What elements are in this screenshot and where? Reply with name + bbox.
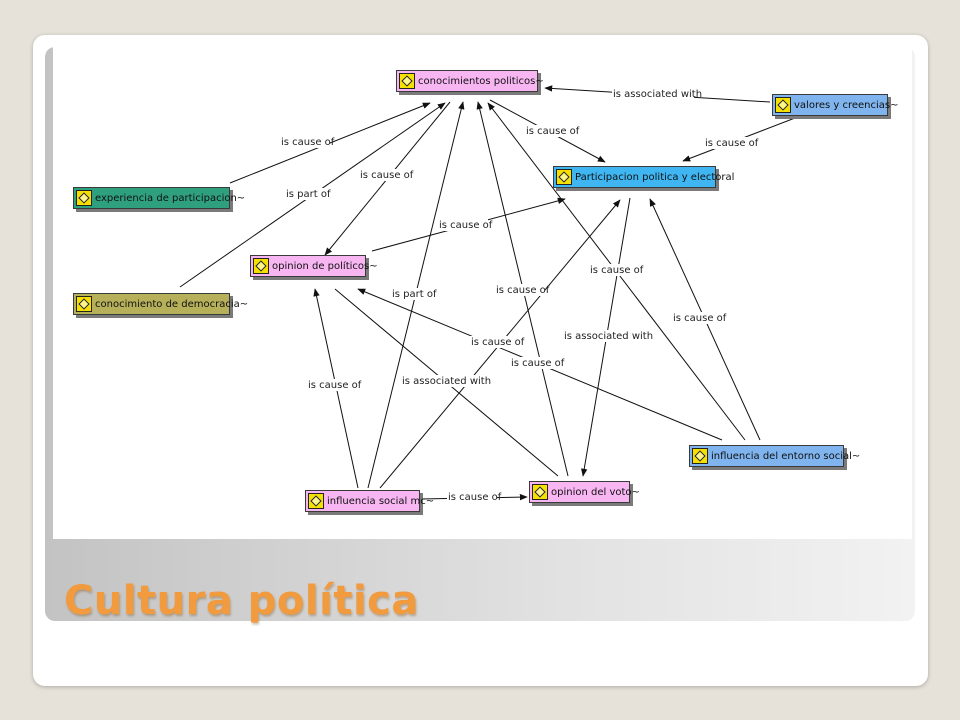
- code-icon: [556, 169, 572, 185]
- edge-label: is cause of: [590, 265, 644, 276]
- node-label: opinion de políticos~: [272, 260, 378, 272]
- node-experiencia-participacion[interactable]: experiencia de participacion~: [73, 187, 245, 209]
- node-opinion-del-voto[interactable]: opinion del voto~: [529, 481, 640, 503]
- node-label: opinion del voto~: [551, 486, 640, 498]
- code-icon: [308, 493, 324, 509]
- edge-label: is cause of: [705, 138, 759, 149]
- code-icon: [399, 73, 415, 89]
- code-icon: [76, 190, 92, 206]
- edge-label: is associated with: [613, 89, 702, 100]
- slide-title: Cultura política: [64, 578, 419, 624]
- edge-label: is cause of: [448, 492, 502, 503]
- edge-label: is part of: [286, 189, 331, 200]
- edge-label: is cause of: [511, 358, 565, 369]
- node-opinion-de-politicos[interactable]: opinion de políticos~: [250, 255, 378, 277]
- node-label: valores y creencias~: [794, 99, 899, 111]
- node-label: conocimiento de democracia~: [95, 298, 249, 310]
- edge-label: is cause of: [308, 380, 362, 391]
- node-influencia-entorno-social[interactable]: influencia del entorno social~: [689, 445, 860, 467]
- code-icon: [253, 258, 269, 274]
- node-conocimiento-democracia[interactable]: conocimiento de democracia~: [73, 293, 248, 315]
- node-label: Participacion politica y electoral: [575, 171, 735, 183]
- code-icon: [532, 484, 548, 500]
- node-influencia-social-mc[interactable]: influencia social mc~: [305, 490, 434, 512]
- code-icon: [76, 296, 92, 312]
- edge-label: is part of: [392, 289, 437, 300]
- edge-label: is cause of: [281, 137, 335, 148]
- edge-label: is cause of: [526, 126, 580, 137]
- node-label: influencia del entorno social~: [711, 450, 861, 462]
- node-valores-y-creencias[interactable]: valores y creencias~: [772, 94, 899, 116]
- edge-label: is cause of: [360, 170, 414, 181]
- edge-label: is associated with: [402, 376, 491, 387]
- node-label: influencia social mc~: [327, 495, 435, 507]
- node-label: experiencia de participacion~: [95, 192, 246, 204]
- code-icon: [775, 97, 791, 113]
- node-conocimientos-politicos[interactable]: conocimientos politicos~: [396, 70, 544, 92]
- edge-label: is associated with: [564, 331, 653, 342]
- edge-label: is cause of: [673, 313, 727, 324]
- edge-label: is cause of: [439, 220, 493, 231]
- node-participacion-politica[interactable]: Participacion politica y electoral: [553, 166, 734, 188]
- edge-label: is cause of: [496, 285, 550, 296]
- node-label: conocimientos politicos~: [418, 75, 544, 87]
- code-icon: [692, 448, 708, 464]
- edge-label: is cause of: [471, 337, 525, 348]
